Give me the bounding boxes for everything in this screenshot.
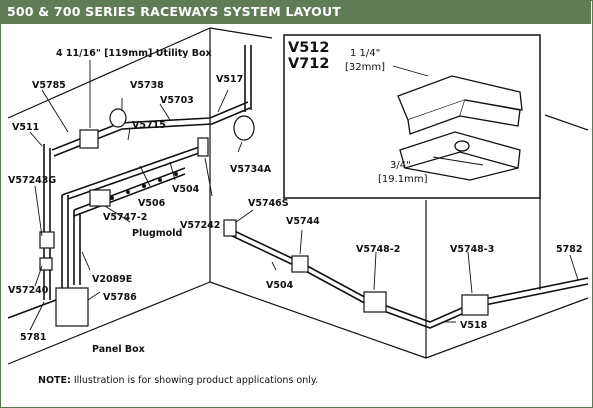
dim-bottom-mm: [19.1mm] (378, 174, 428, 185)
label-v57242: V57242 (180, 220, 220, 231)
label-v517: V517 (216, 74, 243, 85)
leader-lines (29, 60, 579, 331)
dim-top-mm: [32mm] (345, 62, 385, 73)
box-v57240 (39, 257, 53, 271)
inset-title-v712: V712 (288, 56, 330, 72)
box-v57243g (39, 231, 55, 249)
label-v5786: V5786 (103, 292, 137, 303)
dim-bottom-inches: 3/4" (390, 160, 411, 171)
label-v504-upper: V504 (172, 184, 200, 195)
header-bar: 500 & 700 SERIES RACEWAYS SYSTEM LAYOUT (0, 0, 591, 24)
inset-panel (283, 34, 541, 199)
label-plugmold: Plugmold (132, 228, 182, 239)
label-v57240: V57240 (8, 285, 49, 296)
dim-top-inches: 1 1/4" (350, 48, 380, 59)
label-5781: 5781 (20, 332, 46, 343)
label-v5715: V5715 (132, 120, 166, 131)
label-v504-lower: V504 (266, 280, 294, 291)
note-prefix: NOTE: (38, 375, 71, 386)
panel-box (55, 287, 89, 327)
label-v5785: V5785 (32, 80, 66, 91)
label-v506: V506 (138, 198, 166, 209)
label-utility-box: 4 11/16" [119mm] Utility Box (56, 48, 212, 59)
box-v5748-2 (363, 291, 387, 313)
box-v5747-2 (89, 189, 111, 207)
box-v5744 (291, 255, 309, 273)
inset-title-v512: V512 (288, 40, 330, 56)
bulb-v5738 (109, 108, 127, 128)
label-v5734a: V5734A (230, 164, 272, 175)
label-v5747-2: V5747-2 (103, 212, 147, 223)
label-5782: 5782 (556, 244, 582, 255)
utility-box (79, 129, 99, 149)
label-v5738: V5738 (130, 80, 164, 91)
box-v5746s (223, 219, 237, 237)
label-v5746s: V5746S (248, 198, 289, 209)
label-panel-box: Panel Box (92, 344, 145, 355)
label-v5748-3: V5748-3 (450, 244, 494, 255)
label-v5748-2: V5748-2 (356, 244, 400, 255)
label-v5744: V5744 (286, 216, 320, 227)
device-boxes (39, 108, 489, 327)
label-v511: V511 (12, 122, 39, 133)
note: NOTE: Illustration is for showing produc… (38, 375, 318, 386)
box-v57242 (197, 137, 209, 157)
room-walls (7, 27, 589, 365)
label-v5703: V5703 (160, 95, 194, 106)
label-v518: V518 (460, 320, 488, 331)
label-v2089e: V2089E (92, 274, 132, 285)
label-v57243g: V57243G (8, 175, 56, 186)
fixture-v5734a (233, 115, 255, 141)
note-text: Illustration is for showing product appl… (70, 375, 319, 386)
box-v5748-3 (461, 294, 489, 316)
diagram-title: 500 & 700 SERIES RACEWAYS SYSTEM LAYOUT (7, 4, 342, 19)
